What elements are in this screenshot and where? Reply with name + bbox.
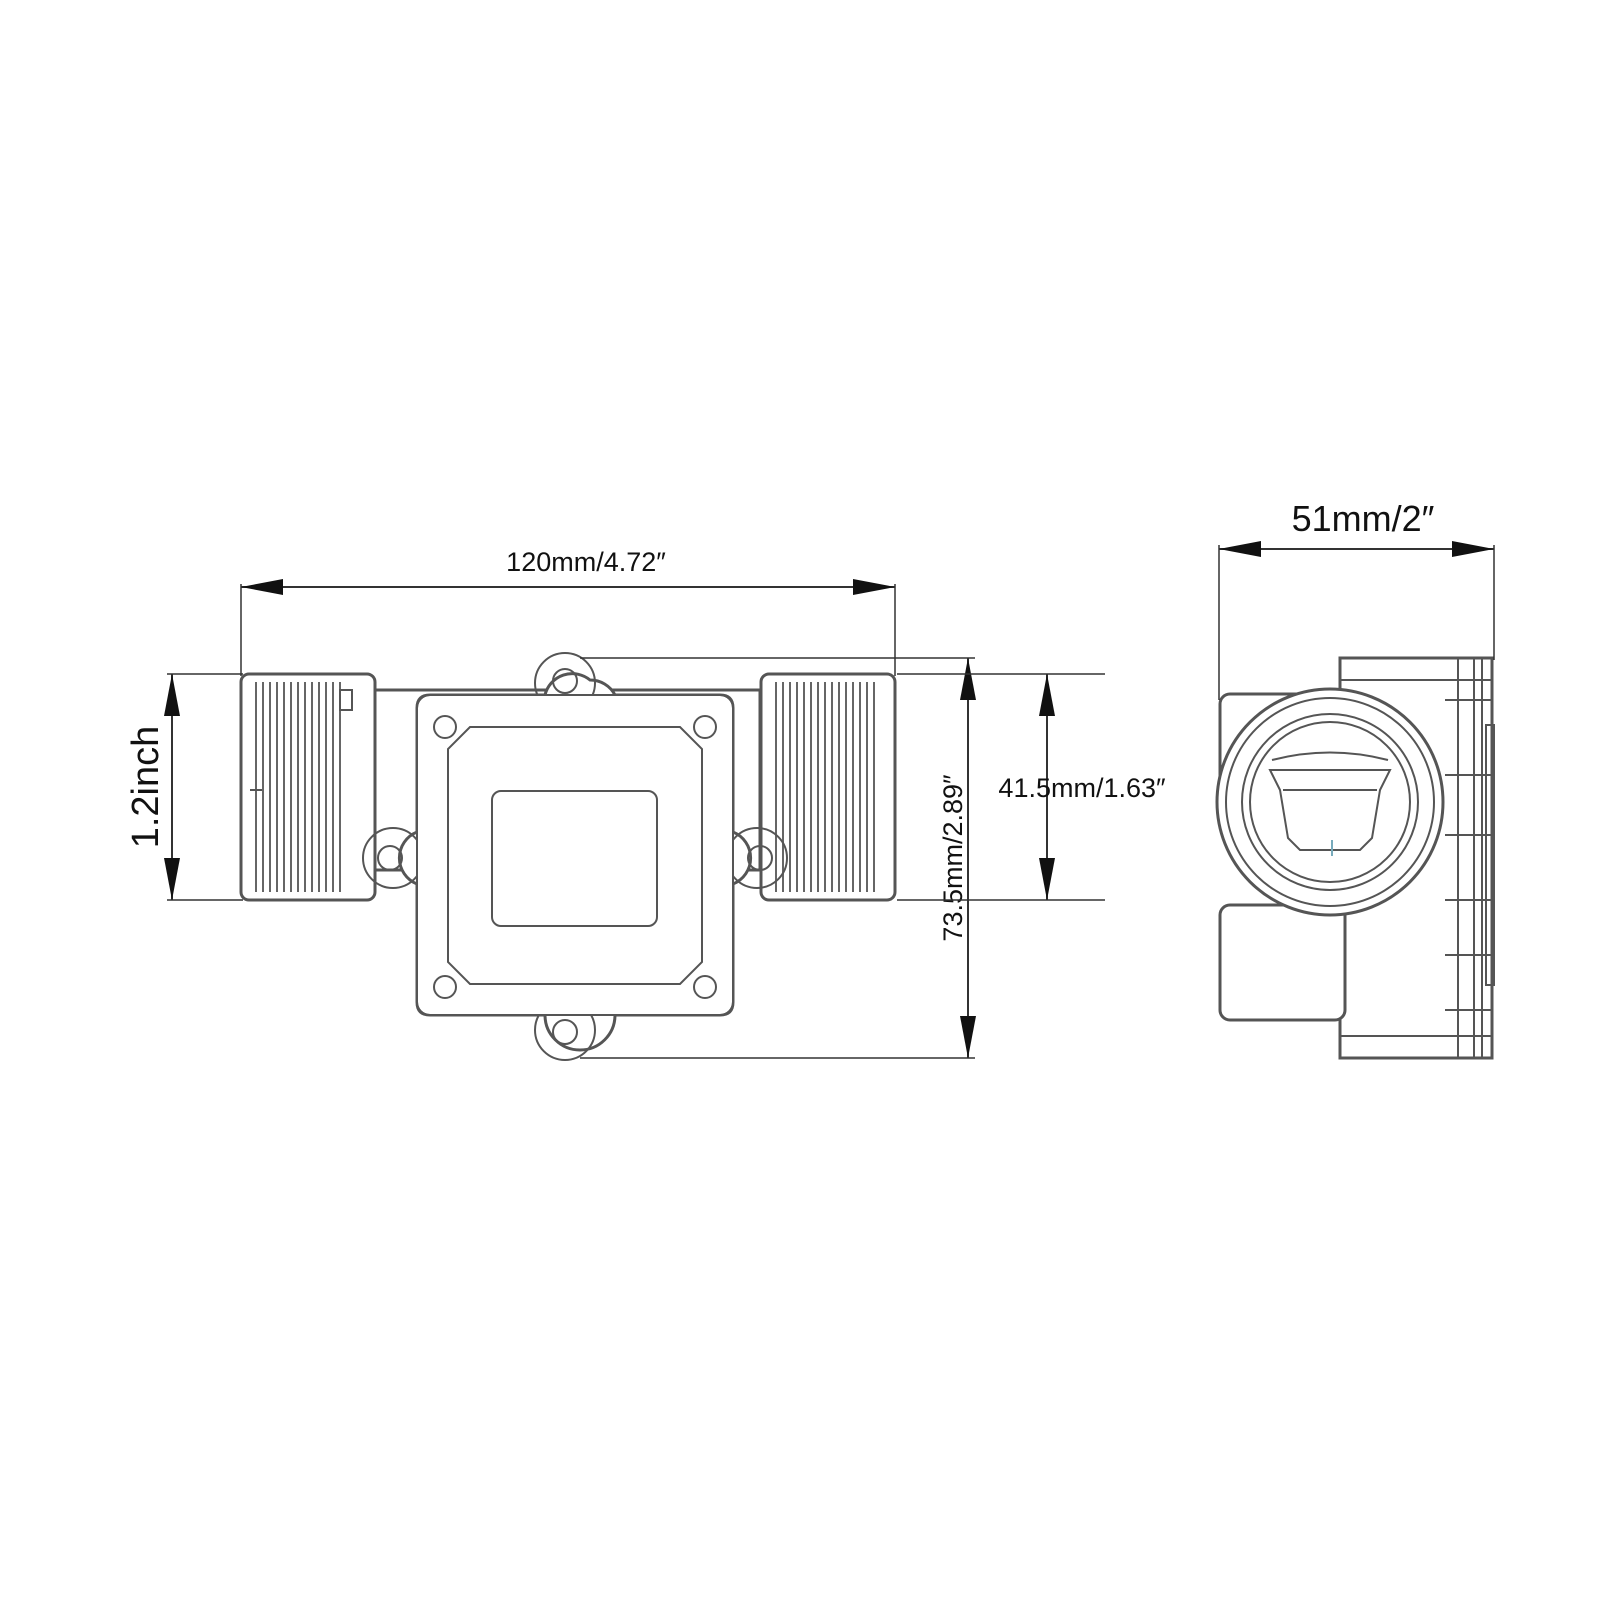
right-thread-lines bbox=[775, 682, 875, 892]
thread-diameter-dimension: 1.2inch bbox=[125, 673, 243, 901]
width-dimension: 51mm/2″ bbox=[1218, 498, 1495, 700]
thread-diameter-label: 1.2inch bbox=[125, 726, 167, 849]
pipe-diameter-label: 41.5mm/1.63″ bbox=[998, 773, 1166, 803]
front-view bbox=[239, 652, 897, 1061]
left-thread-lines bbox=[255, 682, 341, 892]
impeller bbox=[1268, 769, 1392, 851]
pipe-end-inner bbox=[1241, 713, 1419, 891]
length-label: 120mm/4.72″ bbox=[506, 547, 666, 577]
height-dimension: 73.5mm/2.89″ bbox=[580, 657, 976, 1059]
length-dimension: 120mm/4.72″ bbox=[240, 547, 896, 676]
height-label: 73.5mm/2.89″ bbox=[938, 774, 968, 942]
left-thread-end bbox=[239, 672, 377, 902]
screw-holes bbox=[377, 668, 773, 1045]
pipe-diameter-dimension: 41.5mm/1.63″ bbox=[897, 673, 1166, 901]
side-view bbox=[1215, 656, 1495, 1060]
inner-frame bbox=[447, 726, 703, 985]
right-thread-end bbox=[759, 672, 897, 902]
display-window bbox=[491, 790, 658, 927]
width-label: 51mm/2″ bbox=[1292, 498, 1435, 539]
